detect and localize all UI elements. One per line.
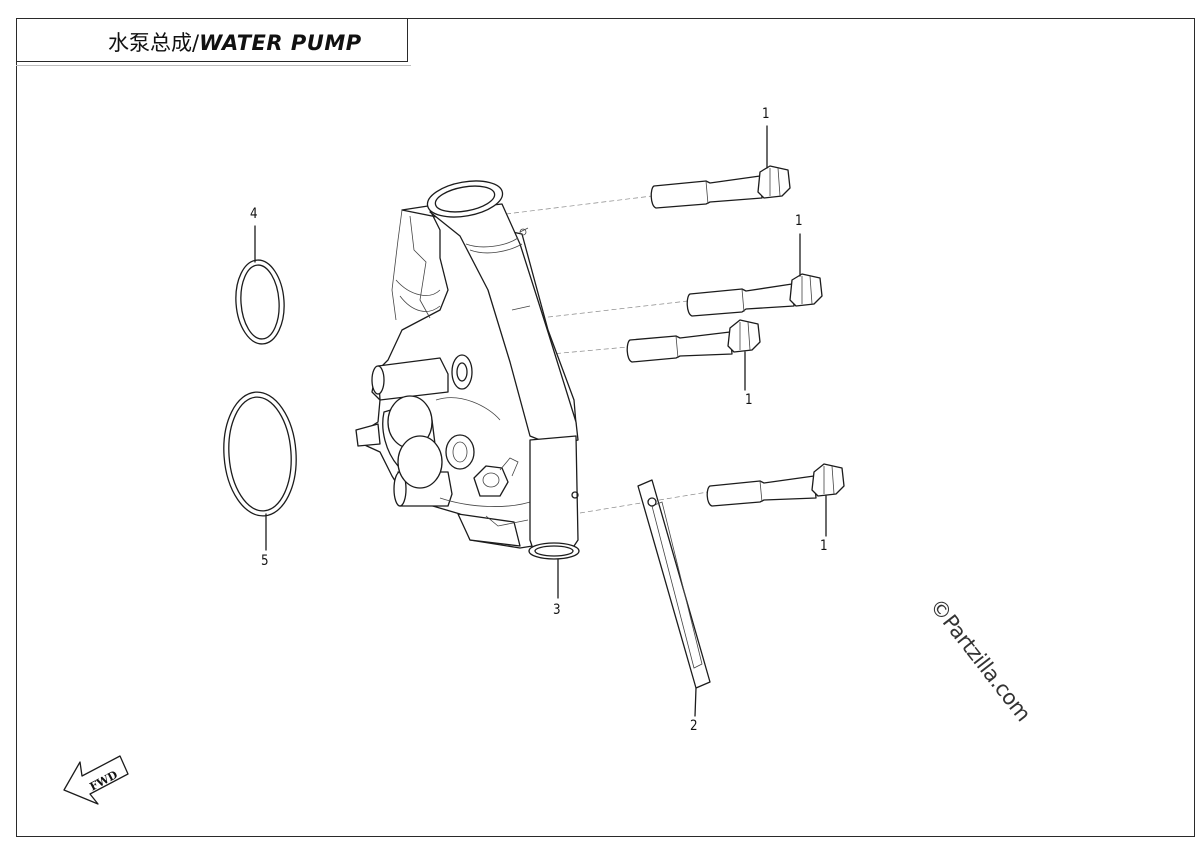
title-block: 水泵总成/WATER PUMP (16, 18, 411, 66)
title-zh: 水泵总成/ (108, 31, 200, 55)
diagram-title: 水泵总成/WATER PUMP (108, 27, 362, 57)
gasket-strip (637, 479, 711, 689)
callout-large-o-ring: 5 (261, 553, 269, 569)
title-en: WATER PUMP (199, 31, 362, 55)
callout-bolt-top: 1 (762, 106, 770, 122)
large-o-ring (223, 391, 297, 517)
drawing-frame (16, 18, 1195, 837)
callout-leaders (254, 125, 827, 717)
small-o-ring (235, 259, 285, 345)
callout-bolt-lower: 1 (820, 538, 828, 554)
callout-pump-body: 3 (553, 602, 561, 618)
bolt-upper-right (686, 273, 823, 317)
fwd-arrow-icon: FWD (63, 755, 129, 805)
callout-bolt-upper-right: 1 (795, 213, 803, 229)
bolt-lower (706, 463, 845, 507)
callout-gasket-strip: 2 (690, 718, 698, 734)
bolt-middle (626, 319, 761, 363)
bolt-top (650, 165, 791, 209)
callout-bolt-middle: 1 (745, 392, 753, 408)
pump-body (355, 180, 580, 560)
pump-mount-bolt (473, 457, 519, 497)
callout-small-o-ring: 4 (250, 206, 258, 222)
